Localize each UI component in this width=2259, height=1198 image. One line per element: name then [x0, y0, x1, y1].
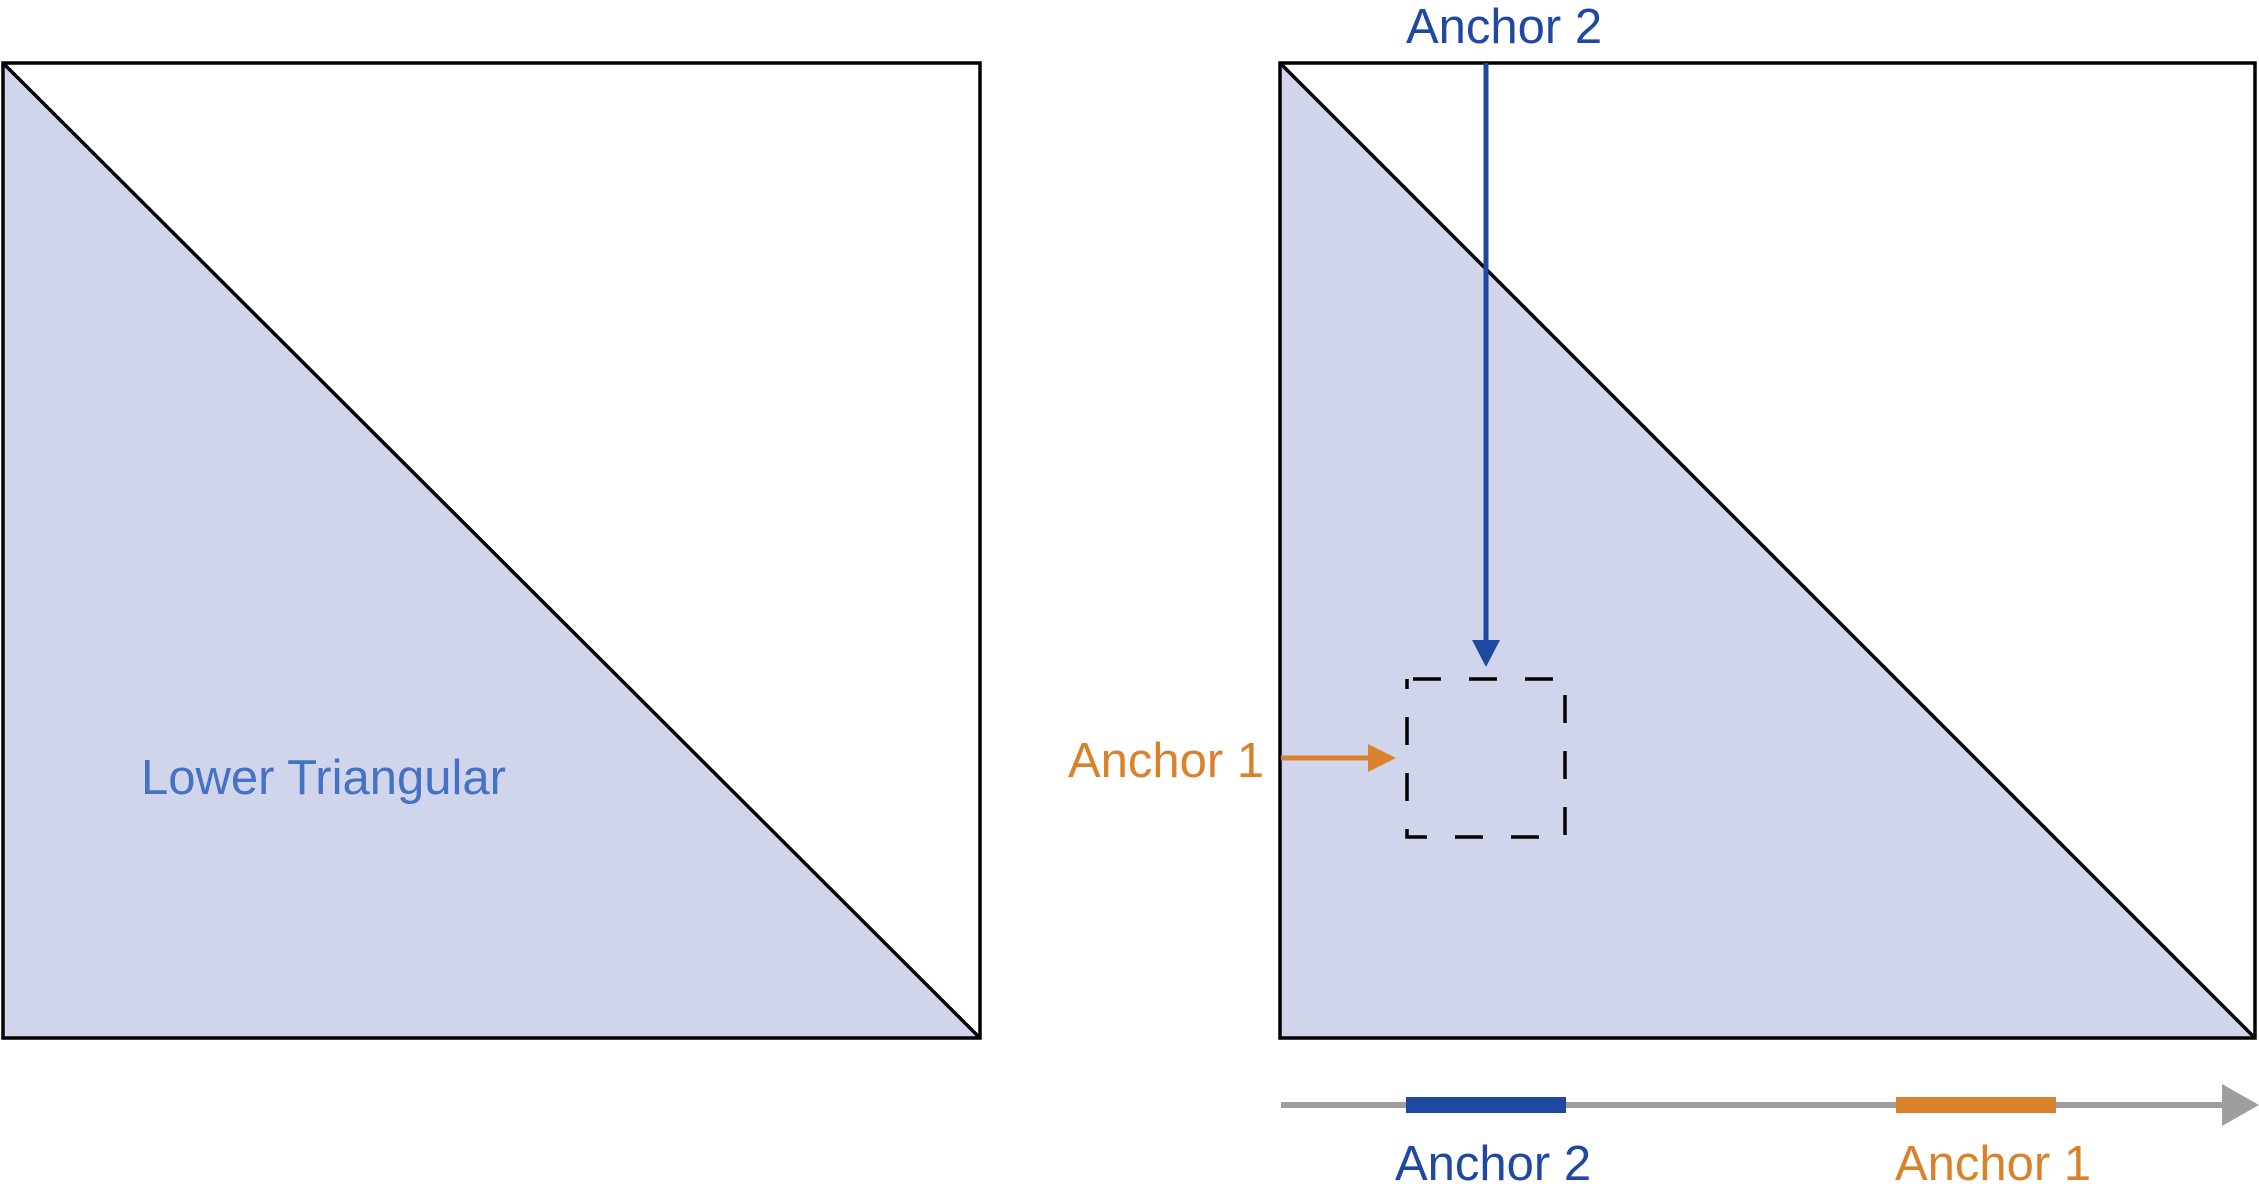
- anchor-2-top-label: Anchor 2: [1406, 0, 1602, 54]
- axis-arrow-head: [2222, 1084, 2259, 1126]
- axis-anchor-1-label: Anchor 1: [1895, 1137, 2091, 1191]
- right-diagonal: [1278, 61, 2257, 1040]
- lower-triangular-label: Lower Triangular: [141, 751, 506, 805]
- anchor-1-left-label: Anchor 1: [1068, 734, 1264, 788]
- anchor-block-dashed-box: [1405, 677, 1567, 839]
- right-panel: Anchor 2 Anchor 1: [1068, 0, 2257, 1040]
- sequence-axis: Anchor 2 Anchor 1: [1281, 1084, 2259, 1191]
- right-square-outline: [1278, 61, 2257, 1040]
- anchor-1-arrow-head: [1368, 744, 1396, 772]
- left-square-outline: [1, 61, 982, 1040]
- axis-anchor-2-label: Anchor 2: [1395, 1137, 1591, 1191]
- left-diagonal: [1, 61, 982, 1040]
- axis-segment-anchor-2: [1406, 1097, 1566, 1113]
- anchor-2-arrow-head: [1472, 640, 1500, 667]
- left-panel: Lower Triangular: [1, 61, 982, 1040]
- axis-segment-anchor-1: [1896, 1097, 2056, 1113]
